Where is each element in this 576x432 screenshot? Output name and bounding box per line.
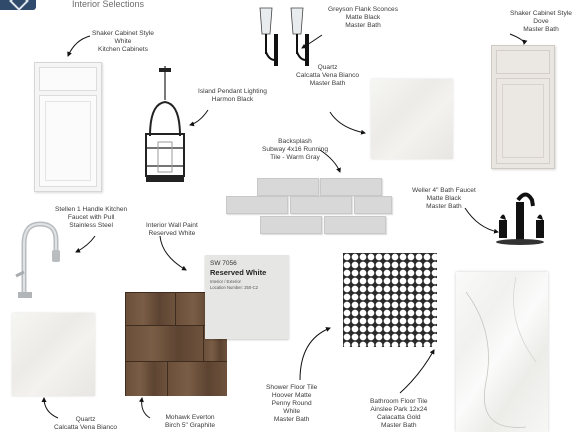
paint-name-front: Reserved White: [210, 268, 267, 277]
brand-logo: [0, 0, 36, 10]
arrow-bath-floor-tile: [399, 349, 435, 394]
bath-cabinet-image: [491, 45, 555, 169]
arrow-kitchen-quartz: [41, 397, 59, 419]
arrow-bath-quartz: [329, 111, 366, 135]
paint-meta-2-front: Location Number: 250-C2: [210, 285, 258, 290]
shower-tile-swatch: [343, 253, 437, 347]
arrow-kitchen-cabinet: [67, 35, 91, 57]
page-title: Interior Selections: [72, 0, 145, 9]
kitchen-quartz-label: Quartz Calcatta Vena Bianco: [54, 416, 118, 431]
sconces-label: Greyson Flank Sconces Matte Black Master…: [328, 6, 398, 29]
arrow-pendant: [189, 109, 209, 127]
bath-cabinet-label: Shaker Cabinet Style Dove Master Bath: [510, 10, 572, 33]
arrow-sconces: [301, 34, 323, 49]
shower-tile-label: Shower Floor Tile Hoover Matte Penny Rou…: [266, 384, 318, 423]
sconces-image: [259, 7, 309, 66]
paint-color-card-front: SW 7056 Reserved White Interior / Exteri…: [205, 255, 289, 339]
wall-paint-label: Interior Wall Paint Reserved White: [146, 222, 198, 237]
arrow-bath-cabinet: [509, 33, 528, 45]
bath-floor-tile-label: Bathroom Floor Tile Ainslee Park 12x24 C…: [370, 398, 428, 429]
bath-floor-tile-swatch: [456, 272, 548, 432]
kitchen-cabinet-image: [34, 62, 102, 192]
bath-faucet-image: [496, 192, 544, 245]
backsplash-tiles: [224, 178, 394, 236]
arrow-wall-paint: [159, 235, 187, 271]
paint-code-front: SW 7056: [210, 260, 237, 267]
kitchen-faucet-image: [15, 221, 60, 298]
bath-faucet-label: Weller 4" Bath Faucet Matte Black Master…: [412, 187, 476, 210]
bath-quartz-swatch: [371, 79, 453, 159]
kitchen-cabinet-label: Shaker Cabinet Style White Kitchen Cabin…: [92, 30, 154, 53]
arrow-backsplash: [319, 149, 341, 173]
arrow-shower-tile: [299, 327, 331, 381]
backsplash-label: Backsplash Subway 4x16 Running Tile - Wa…: [262, 138, 328, 161]
arrow-flooring: [138, 397, 151, 419]
bath-quartz-label: Quartz Calcatta Vena Bianco Master Bath: [296, 64, 360, 87]
paint-meta-1-front: Interior / Exterior: [210, 279, 241, 284]
arrow-bath-faucet: [464, 207, 499, 234]
kitchen-quartz-swatch: [12, 313, 95, 396]
arrow-kitchen-faucet: [75, 235, 96, 253]
flooring-label: Mohawk Everton Birch 5" Graphite: [165, 414, 215, 429]
pendant-light-image: [145, 66, 185, 182]
kitchen-faucet-label: Stellen 1 Handle Kitchen Faucet with Pul…: [55, 206, 128, 229]
pendant-label: Island Pendant Lighting Harmon Black: [198, 88, 267, 103]
